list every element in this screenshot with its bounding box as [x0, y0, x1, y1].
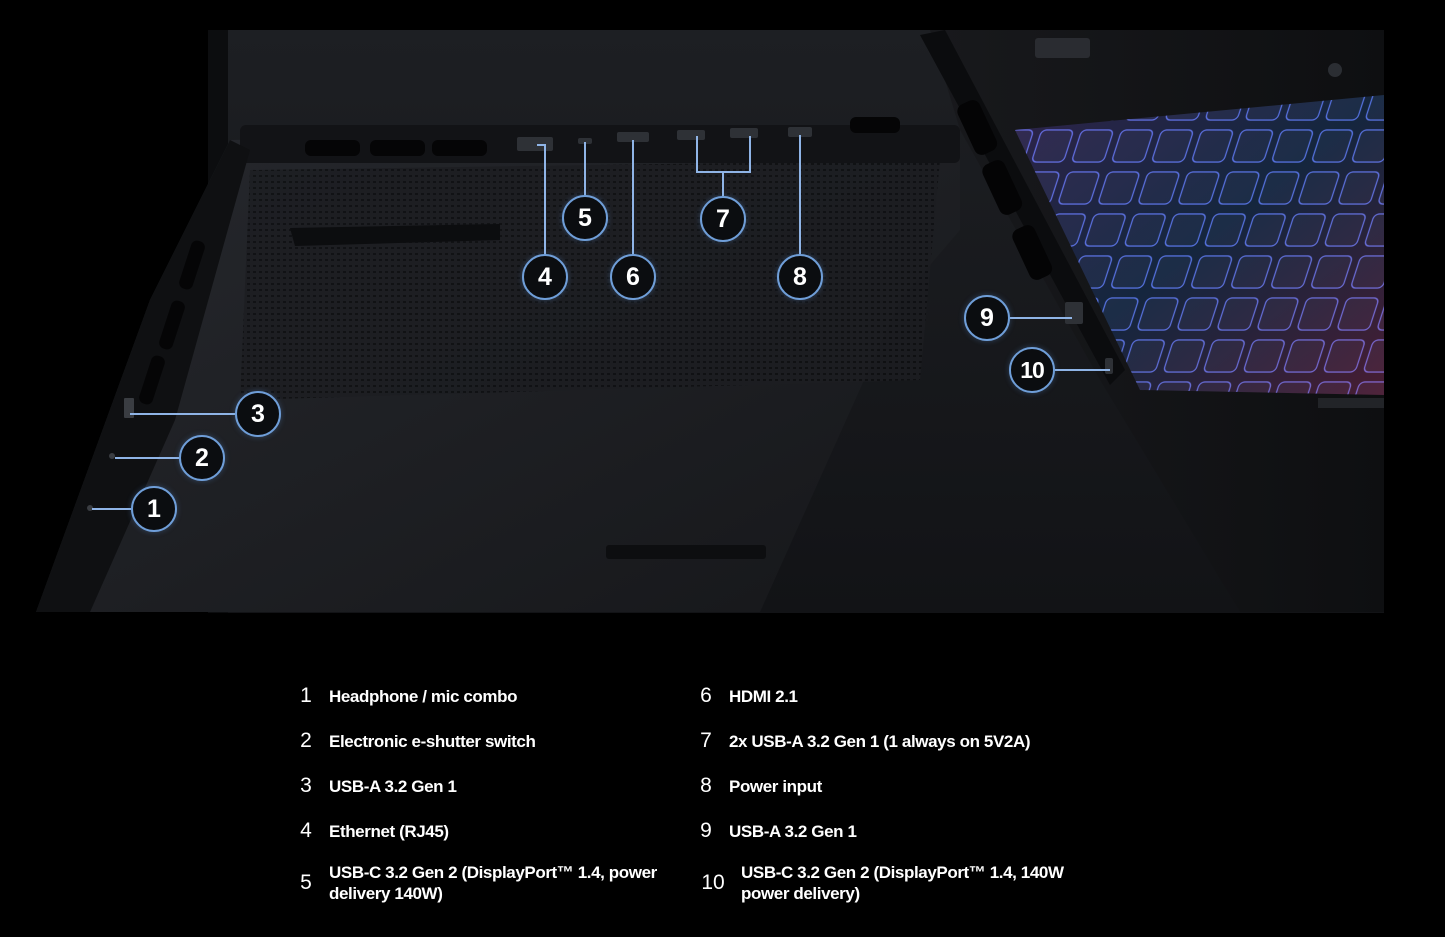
legend-label: 2x USB-A 3.2 Gen 1 (1 always on 5V2A): [729, 731, 1031, 751]
legend-number: 3: [300, 774, 312, 797]
legend-item: 1 Headphone / mic combo: [296, 684, 517, 708]
legend-label: USB-A 3.2 Gen 1: [329, 776, 457, 796]
legend-item: 7 2x USB-A 3.2 Gen 1 (1 always on 5V2A): [696, 729, 1030, 753]
legend-number: 5: [300, 871, 312, 894]
legend-item: 9 USB-A 3.2 Gen 1: [696, 819, 857, 843]
legend-item: 5 USB-C 3.2 Gen 2 (DisplayPort™ 1.4, pow…: [296, 862, 674, 904]
legend-label: Electronic e-shutter switch: [329, 731, 536, 751]
legend-number: 6: [700, 684, 712, 707]
legend-item: 10 USB-C 3.2 Gen 2 (DisplayPort™ 1.4, 14…: [696, 862, 1081, 904]
legend-number: 1: [300, 684, 312, 707]
legend-item: 8 Power input: [696, 774, 822, 798]
callout-3: 3: [235, 391, 281, 437]
legend-label: Ethernet (RJ45): [329, 821, 449, 841]
legend-number: 10: [701, 871, 725, 894]
callout-4: 4: [522, 254, 568, 300]
callout-9: 9: [964, 295, 1010, 341]
callout-2: 2: [179, 435, 225, 481]
callout-5: 5: [562, 195, 608, 241]
callout-1: 1: [131, 486, 177, 532]
legend-item: 4 Ethernet (RJ45): [296, 819, 449, 843]
legend-label: USB-C 3.2 Gen 2 (DisplayPort™ 1.4, power…: [329, 863, 657, 903]
legend-number: 8: [700, 774, 712, 797]
legend-label: USB-A 3.2 Gen 1: [729, 821, 857, 841]
callout-10: 10: [1009, 347, 1055, 393]
legend-number: 9: [700, 819, 712, 842]
legend-label: HDMI 2.1: [729, 686, 798, 706]
legend-item: 3 USB-A 3.2 Gen 1: [296, 774, 457, 798]
legend-item: 6 HDMI 2.1: [696, 684, 798, 708]
callout-8: 8: [777, 254, 823, 300]
laptop-ports-photo: [36, 30, 1384, 613]
legend-item: 2 Electronic e-shutter switch: [296, 729, 536, 753]
legend-number: 4: [300, 819, 312, 842]
legend-label: USB-C 3.2 Gen 2 (DisplayPort™ 1.4, 140W …: [741, 863, 1064, 903]
callout-6: 6: [610, 254, 656, 300]
legend-number: 7: [700, 729, 712, 752]
legend-label: Headphone / mic combo: [329, 686, 518, 706]
legend-label: Power input: [729, 776, 822, 796]
callout-7: 7: [700, 196, 746, 242]
legend-number: 2: [300, 729, 312, 752]
